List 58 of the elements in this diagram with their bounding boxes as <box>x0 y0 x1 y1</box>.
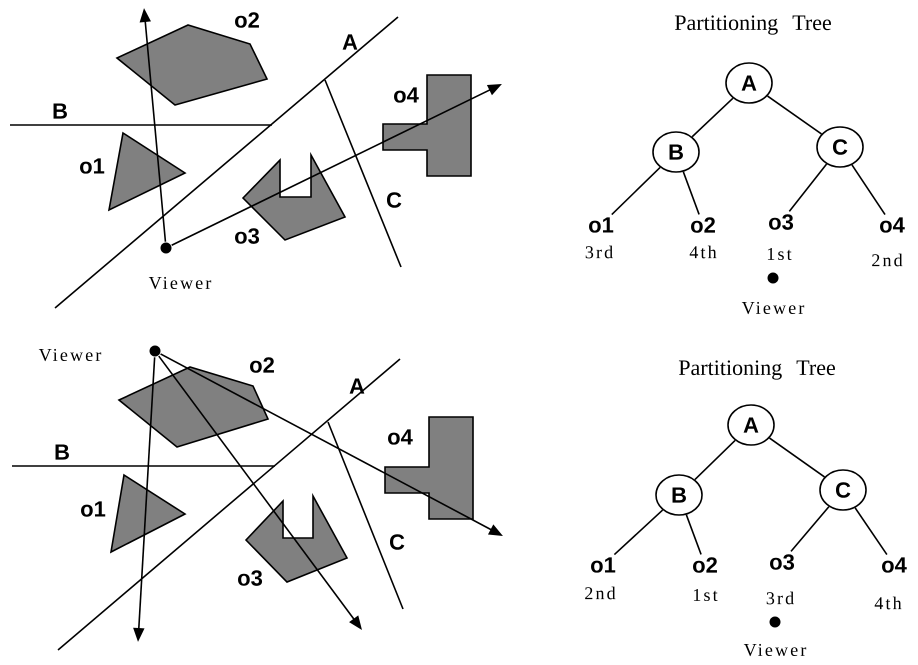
tree-branch <box>682 172 700 215</box>
tree-title: Partitioning Tree <box>674 15 831 35</box>
object-label: o4 <box>394 87 419 103</box>
leaf-label: o1 <box>591 557 616 573</box>
tree-branch <box>767 95 822 135</box>
viewer-label: Viewer <box>744 644 806 656</box>
rank-label: 3rd <box>586 246 613 258</box>
rank-label: 1st <box>694 588 718 602</box>
rank-label: 2nd <box>872 254 902 266</box>
viewer-dot <box>770 616 780 628</box>
tree-branch <box>686 514 702 555</box>
plane-label: A <box>350 378 364 394</box>
tree-branch <box>769 437 825 478</box>
rank-label: 4th <box>874 596 902 610</box>
tree-node: B <box>655 474 703 516</box>
viewer-label: Viewer <box>148 276 212 290</box>
tree-branch <box>790 506 830 552</box>
object-label: o1 <box>80 158 104 174</box>
viewer-dot <box>160 242 172 254</box>
object-label: o3 <box>235 228 260 244</box>
rank-label: 1st <box>768 248 792 260</box>
leaf-label: o2 <box>691 217 715 233</box>
leaf-label: o3 <box>769 214 794 230</box>
leaf-label: o2 <box>693 557 717 573</box>
plane-label: B <box>56 444 69 460</box>
tree-branch <box>788 164 828 212</box>
viewer-dot <box>150 346 160 356</box>
tree-branch <box>692 98 734 138</box>
tree-node: B <box>652 131 700 173</box>
tree-branch <box>854 507 888 555</box>
tree-branch <box>614 510 664 556</box>
rank-label: 4th <box>690 246 716 258</box>
tree-node: A <box>725 62 773 104</box>
tree-branch <box>851 164 886 215</box>
tree-title: Partitioning Tree <box>678 360 835 380</box>
rank-label: 2nd <box>585 586 616 600</box>
object-label: o1 <box>81 501 106 517</box>
object-label: o4 <box>388 429 413 445</box>
plane-label: B <box>54 103 67 119</box>
object-label: o2 <box>250 357 274 373</box>
tree-node: C <box>819 469 867 511</box>
viewer-label: Viewer <box>742 302 804 314</box>
leaf-label: o1 <box>589 217 614 233</box>
tree-branch <box>611 166 661 216</box>
tree-branch <box>694 440 736 480</box>
leaf-label: o4 <box>882 557 907 573</box>
plane-label: C <box>386 192 402 208</box>
leaf-label: o3 <box>770 554 794 570</box>
plane-label: A <box>342 34 358 50</box>
rank-label: 3rd <box>766 592 794 604</box>
tree-node: A <box>727 404 775 446</box>
tree-node: C <box>816 126 864 168</box>
object-label: o2 <box>235 12 259 28</box>
plane-label: C <box>390 534 404 550</box>
viewer-dot <box>768 272 778 284</box>
viewer-label: Viewer <box>38 348 102 362</box>
leaf-label: o4 <box>880 217 905 233</box>
object-label: o3 <box>238 570 262 586</box>
